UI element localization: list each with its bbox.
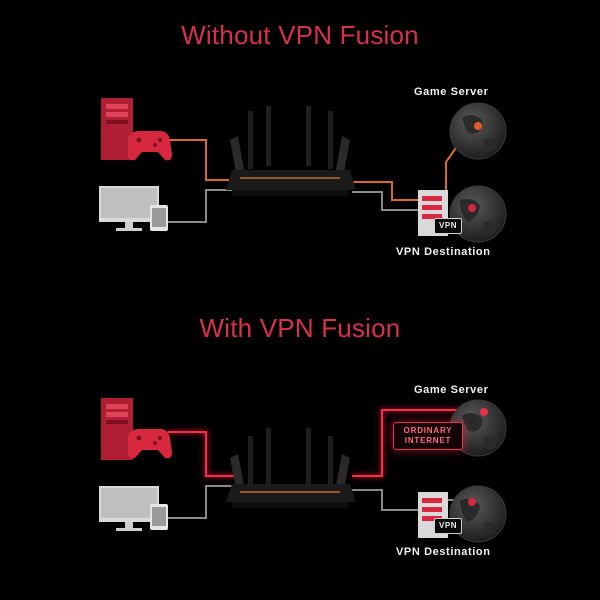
globe-icon bbox=[449, 485, 507, 543]
game-server-label: Game Server bbox=[414, 86, 489, 98]
connection-lines bbox=[168, 409, 476, 519]
vpn-destination-label: VPN Destination bbox=[396, 246, 491, 258]
line-gaming-pc-router bbox=[168, 431, 236, 477]
gamepad-icon bbox=[128, 428, 172, 459]
vpn-destination-label: VPN Destination bbox=[396, 546, 491, 558]
gamepad-icon bbox=[128, 130, 172, 161]
line-router-vpn-gray bbox=[352, 191, 420, 211]
monitor-icon bbox=[99, 186, 159, 231]
ordinary-internet-line-1: ORDINARY bbox=[403, 426, 453, 435]
desktop-tower-icon bbox=[101, 98, 133, 160]
line-router-vpn-gray bbox=[352, 489, 420, 511]
ordinary-internet-badge: ORDINARY INTERNET bbox=[393, 422, 463, 450]
panel-with-vpn-fusion: With VPN Fusion bbox=[0, 300, 600, 600]
panel-without-vpn-fusion: Without VPN Fusion bbox=[99, 20, 507, 258]
line-monitor-router bbox=[168, 189, 236, 223]
line-router-ordinary-internet bbox=[352, 409, 476, 477]
vpn-server-icon bbox=[418, 190, 448, 236]
title-without-vpn-fusion: Without VPN Fusion bbox=[181, 20, 419, 50]
line-monitor-router bbox=[168, 485, 236, 519]
ordinary-internet-line-2: INTERNET bbox=[404, 436, 452, 445]
globe-icon bbox=[449, 399, 507, 457]
globe-icon bbox=[449, 185, 507, 243]
line-router-vpn-orange bbox=[352, 181, 420, 201]
diagram-without-vpn-fusion bbox=[99, 98, 507, 243]
game-server-label: Game Server bbox=[414, 384, 489, 396]
globe-icon bbox=[449, 102, 507, 160]
router-icon bbox=[226, 428, 356, 508]
monitor-icon bbox=[99, 486, 159, 531]
vpn-badge: VPN bbox=[434, 218, 462, 234]
title-with-vpn-fusion: With VPN Fusion bbox=[199, 313, 401, 343]
tablet-icon bbox=[150, 504, 168, 530]
diagram-with-vpn-fusion bbox=[99, 398, 507, 543]
tablet-icon bbox=[150, 205, 168, 231]
line-gaming-pc-router bbox=[168, 139, 236, 181]
vpn-badge: VPN bbox=[434, 518, 462, 534]
router-icon bbox=[226, 106, 356, 196]
desktop-tower-icon bbox=[101, 398, 133, 460]
